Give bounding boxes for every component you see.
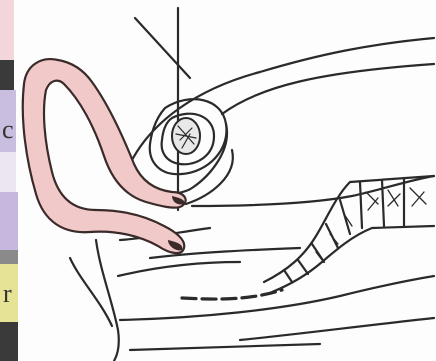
edge-tab-middle: [0, 152, 16, 192]
edge-fragment-lower: r: [3, 279, 12, 308]
lower-contour-a: [96, 240, 119, 361]
lower-contour-e: [120, 276, 434, 320]
lower-contour-b: [70, 258, 112, 326]
edge-gap: [0, 250, 18, 264]
tubular-organ-shape: [23, 59, 186, 253]
left-edge-strip: c r: [0, 0, 18, 361]
segment-7: [298, 260, 308, 274]
tubular-organ: [23, 59, 186, 253]
lower-contour-c: [118, 262, 240, 276]
segment-8: [284, 270, 292, 282]
lower-contour-f: [240, 318, 434, 340]
edge-tab-top: [0, 0, 14, 60]
segment-2: [382, 180, 384, 226]
tissue-fold-lower: [186, 150, 233, 204]
diagonal-line: [135, 18, 190, 78]
edge-dark-bottom: [0, 322, 18, 361]
lower-contour-g: [130, 344, 320, 350]
edge-fragment-upper: c: [2, 115, 14, 144]
canal-upper-edge: [192, 176, 434, 206]
segment-1: [360, 182, 362, 228]
edge-dark-band: [0, 60, 14, 90]
segment-4: [340, 200, 350, 234]
dashed-segment: [182, 290, 282, 299]
edge-tab-lower: [0, 192, 18, 250]
upper-body-inner-contour: [222, 64, 434, 114]
